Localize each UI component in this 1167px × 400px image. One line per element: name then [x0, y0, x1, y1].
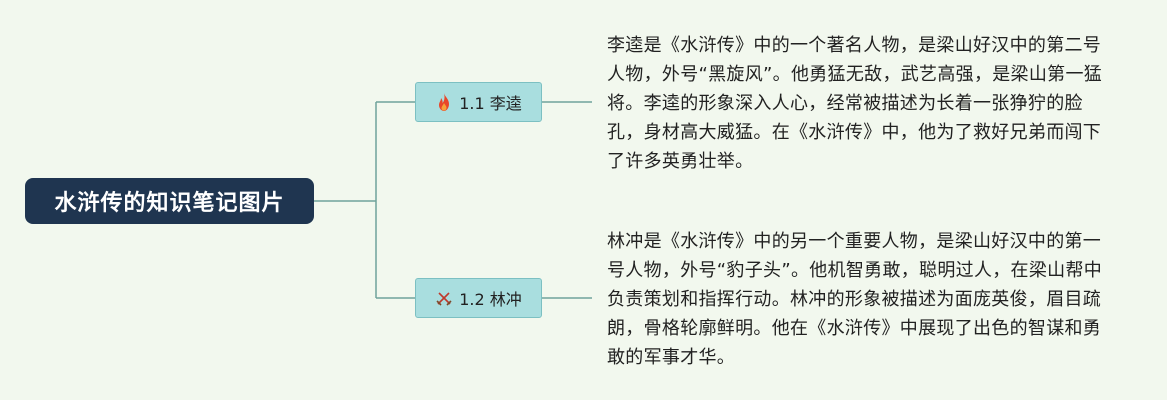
fire-icon	[435, 93, 453, 111]
branch-topic-lin-chong[interactable]: 1.2 林冲	[415, 278, 542, 318]
root-topic-title: 水浒传的知识笔记图片	[54, 191, 285, 216]
branch-topic-label: 1.2 林冲	[459, 290, 522, 309]
branch-topic-li-kui[interactable]: 1.1 李逵	[415, 82, 542, 122]
note-li-kui: 李逵是《水浒传》中的一个著名人物，是梁山好汉中的第二号人物，外号“黑旋风”。他勇…	[607, 35, 1103, 172]
crossed-swords-icon	[435, 289, 453, 307]
branch-topic-label: 1.1 李逵	[459, 94, 522, 113]
root-topic[interactable]: 水浒传的知识笔记图片	[25, 178, 314, 224]
note-lin-chong: 林冲是《水浒传》中的另一个重要人物，是梁山好汉中的第一号人物，外号“豹子头”。他…	[607, 231, 1103, 368]
